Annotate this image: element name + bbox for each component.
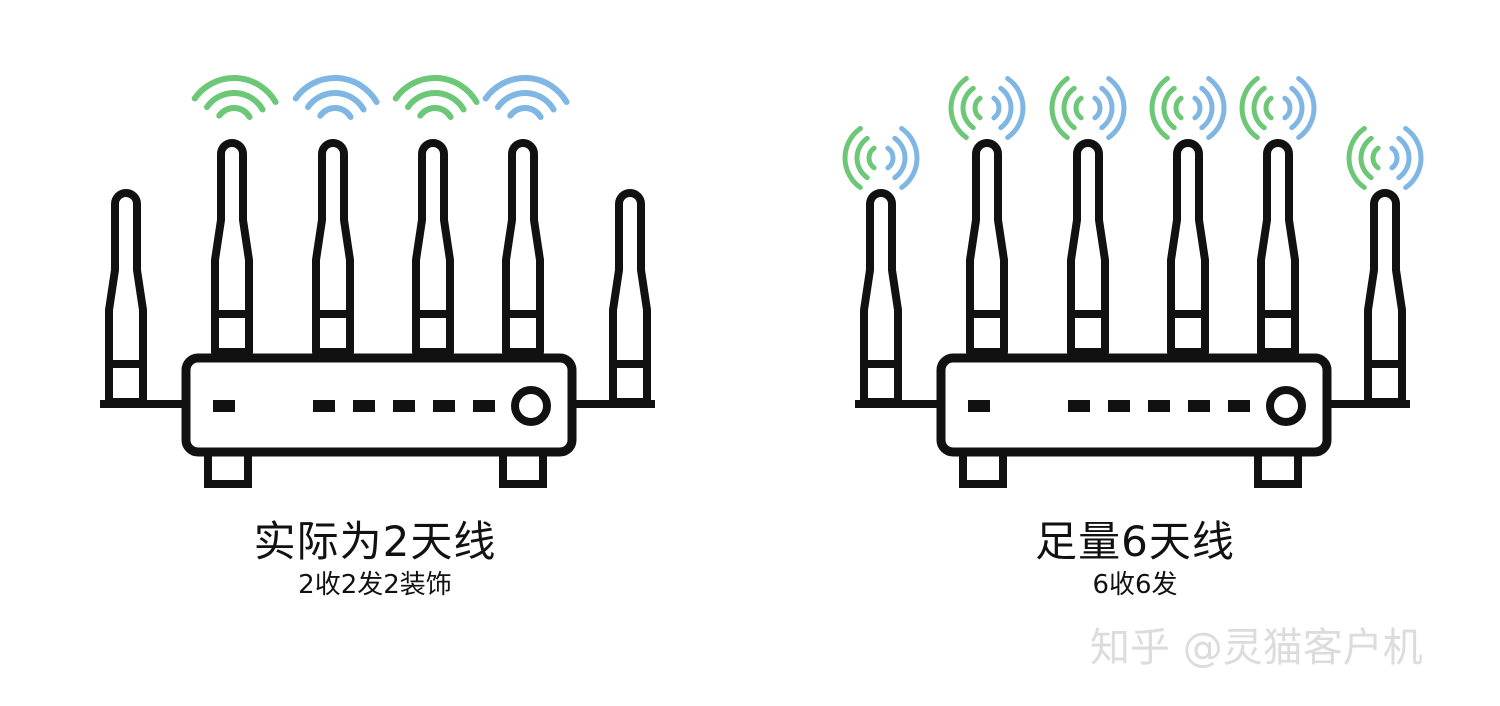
antenna (316, 143, 350, 352)
power-button-icon (515, 390, 547, 422)
wifi-arc (195, 78, 276, 102)
antenna-body (109, 193, 143, 402)
signal-arc-right (1095, 98, 1100, 118)
antenna (1071, 143, 1105, 352)
antenna-body (1071, 143, 1105, 352)
signal-arc-left (1254, 88, 1264, 127)
radiating-signal-icon (1242, 79, 1314, 138)
radiating-signal-icon (845, 129, 917, 188)
antenna (1368, 193, 1402, 402)
signal-arc-left (857, 138, 867, 177)
antenna-body (864, 193, 898, 402)
led-indicator (213, 400, 235, 412)
right-router-subtitle: 6收6发 (960, 568, 1310, 602)
led-indicator (313, 400, 335, 412)
antenna (864, 193, 898, 402)
antenna (215, 143, 249, 352)
signal-arc-left (1176, 98, 1181, 118)
led-indicator (1188, 400, 1210, 412)
signal-arc-right (1285, 98, 1290, 118)
signal-arc-right (1202, 88, 1212, 127)
signal-arc-right (994, 98, 999, 118)
signal-arc-right (1392, 148, 1397, 168)
power-button-icon (1270, 390, 1302, 422)
antenna (506, 143, 540, 352)
signal-arc-left (975, 98, 980, 118)
right-router (845, 79, 1421, 484)
antenna (1261, 143, 1295, 352)
led-indicator (1228, 400, 1250, 412)
left-router (100, 78, 655, 484)
wifi-arc (296, 78, 377, 102)
antenna (970, 143, 1004, 352)
antenna (613, 193, 647, 402)
led-indicator (393, 400, 415, 412)
antenna-body (215, 143, 249, 352)
signal-arc-right (895, 138, 905, 177)
signal-arc-left (1373, 148, 1378, 168)
antenna-body (1261, 143, 1295, 352)
left-router-title: 实际为2天线 (190, 516, 560, 568)
antenna-body (506, 143, 540, 352)
signal-arc-left (1064, 88, 1074, 127)
led-indicator (433, 400, 455, 412)
signal-arc-right (1399, 138, 1409, 177)
wifi-arc (420, 108, 450, 117)
wifi-arc (320, 108, 350, 117)
wifi-arc-icon (296, 78, 377, 117)
signal-arc-left (963, 88, 973, 127)
antenna-body (1171, 143, 1205, 352)
signal-arc-left (1164, 88, 1174, 127)
antenna-body (613, 193, 647, 402)
wifi-arc-icon (396, 78, 477, 117)
antenna-body (970, 143, 1004, 352)
signal-arc-left (1076, 98, 1081, 118)
antenna-body (416, 143, 450, 352)
antenna-body (1368, 193, 1402, 402)
wifi-arc (510, 108, 540, 117)
wifi-arc (219, 108, 249, 117)
signal-arc-left (1361, 138, 1371, 177)
signal-arc-right (888, 148, 893, 168)
signal-arc-right (1001, 88, 1011, 127)
antenna (109, 193, 143, 402)
signal-arc-right (1195, 98, 1200, 118)
right-caption: 足量6天线 6收6发 (960, 516, 1310, 602)
right-router-title: 足量6天线 (960, 516, 1310, 568)
led-indicator (1108, 400, 1130, 412)
signal-arc-left (869, 148, 874, 168)
radiating-signal-icon (1052, 79, 1124, 138)
watermark-text: 知乎 @灵猫客户机 (1090, 620, 1470, 676)
wifi-arc-icon (195, 78, 276, 117)
wifi-arc-icon (486, 78, 567, 117)
radiating-signal-icon (951, 79, 1023, 138)
antenna (416, 143, 450, 352)
antenna (1171, 143, 1205, 352)
led-indicator (968, 400, 990, 412)
led-indicator (473, 400, 495, 412)
signal-arc-right (1292, 88, 1302, 127)
wifi-arc (396, 78, 477, 102)
signal-arc-right (1102, 88, 1112, 127)
wifi-arc (486, 78, 567, 102)
led-indicator (1148, 400, 1170, 412)
left-router-subtitle: 2收2发2装饰 (190, 568, 560, 602)
left-caption: 实际为2天线 2收2发2装饰 (190, 516, 560, 602)
antenna-body (316, 143, 350, 352)
led-indicator (353, 400, 375, 412)
signal-arc-left (1266, 98, 1271, 118)
radiating-signal-icon (1152, 79, 1224, 138)
led-indicator (1068, 400, 1090, 412)
radiating-signal-icon (1349, 129, 1421, 188)
